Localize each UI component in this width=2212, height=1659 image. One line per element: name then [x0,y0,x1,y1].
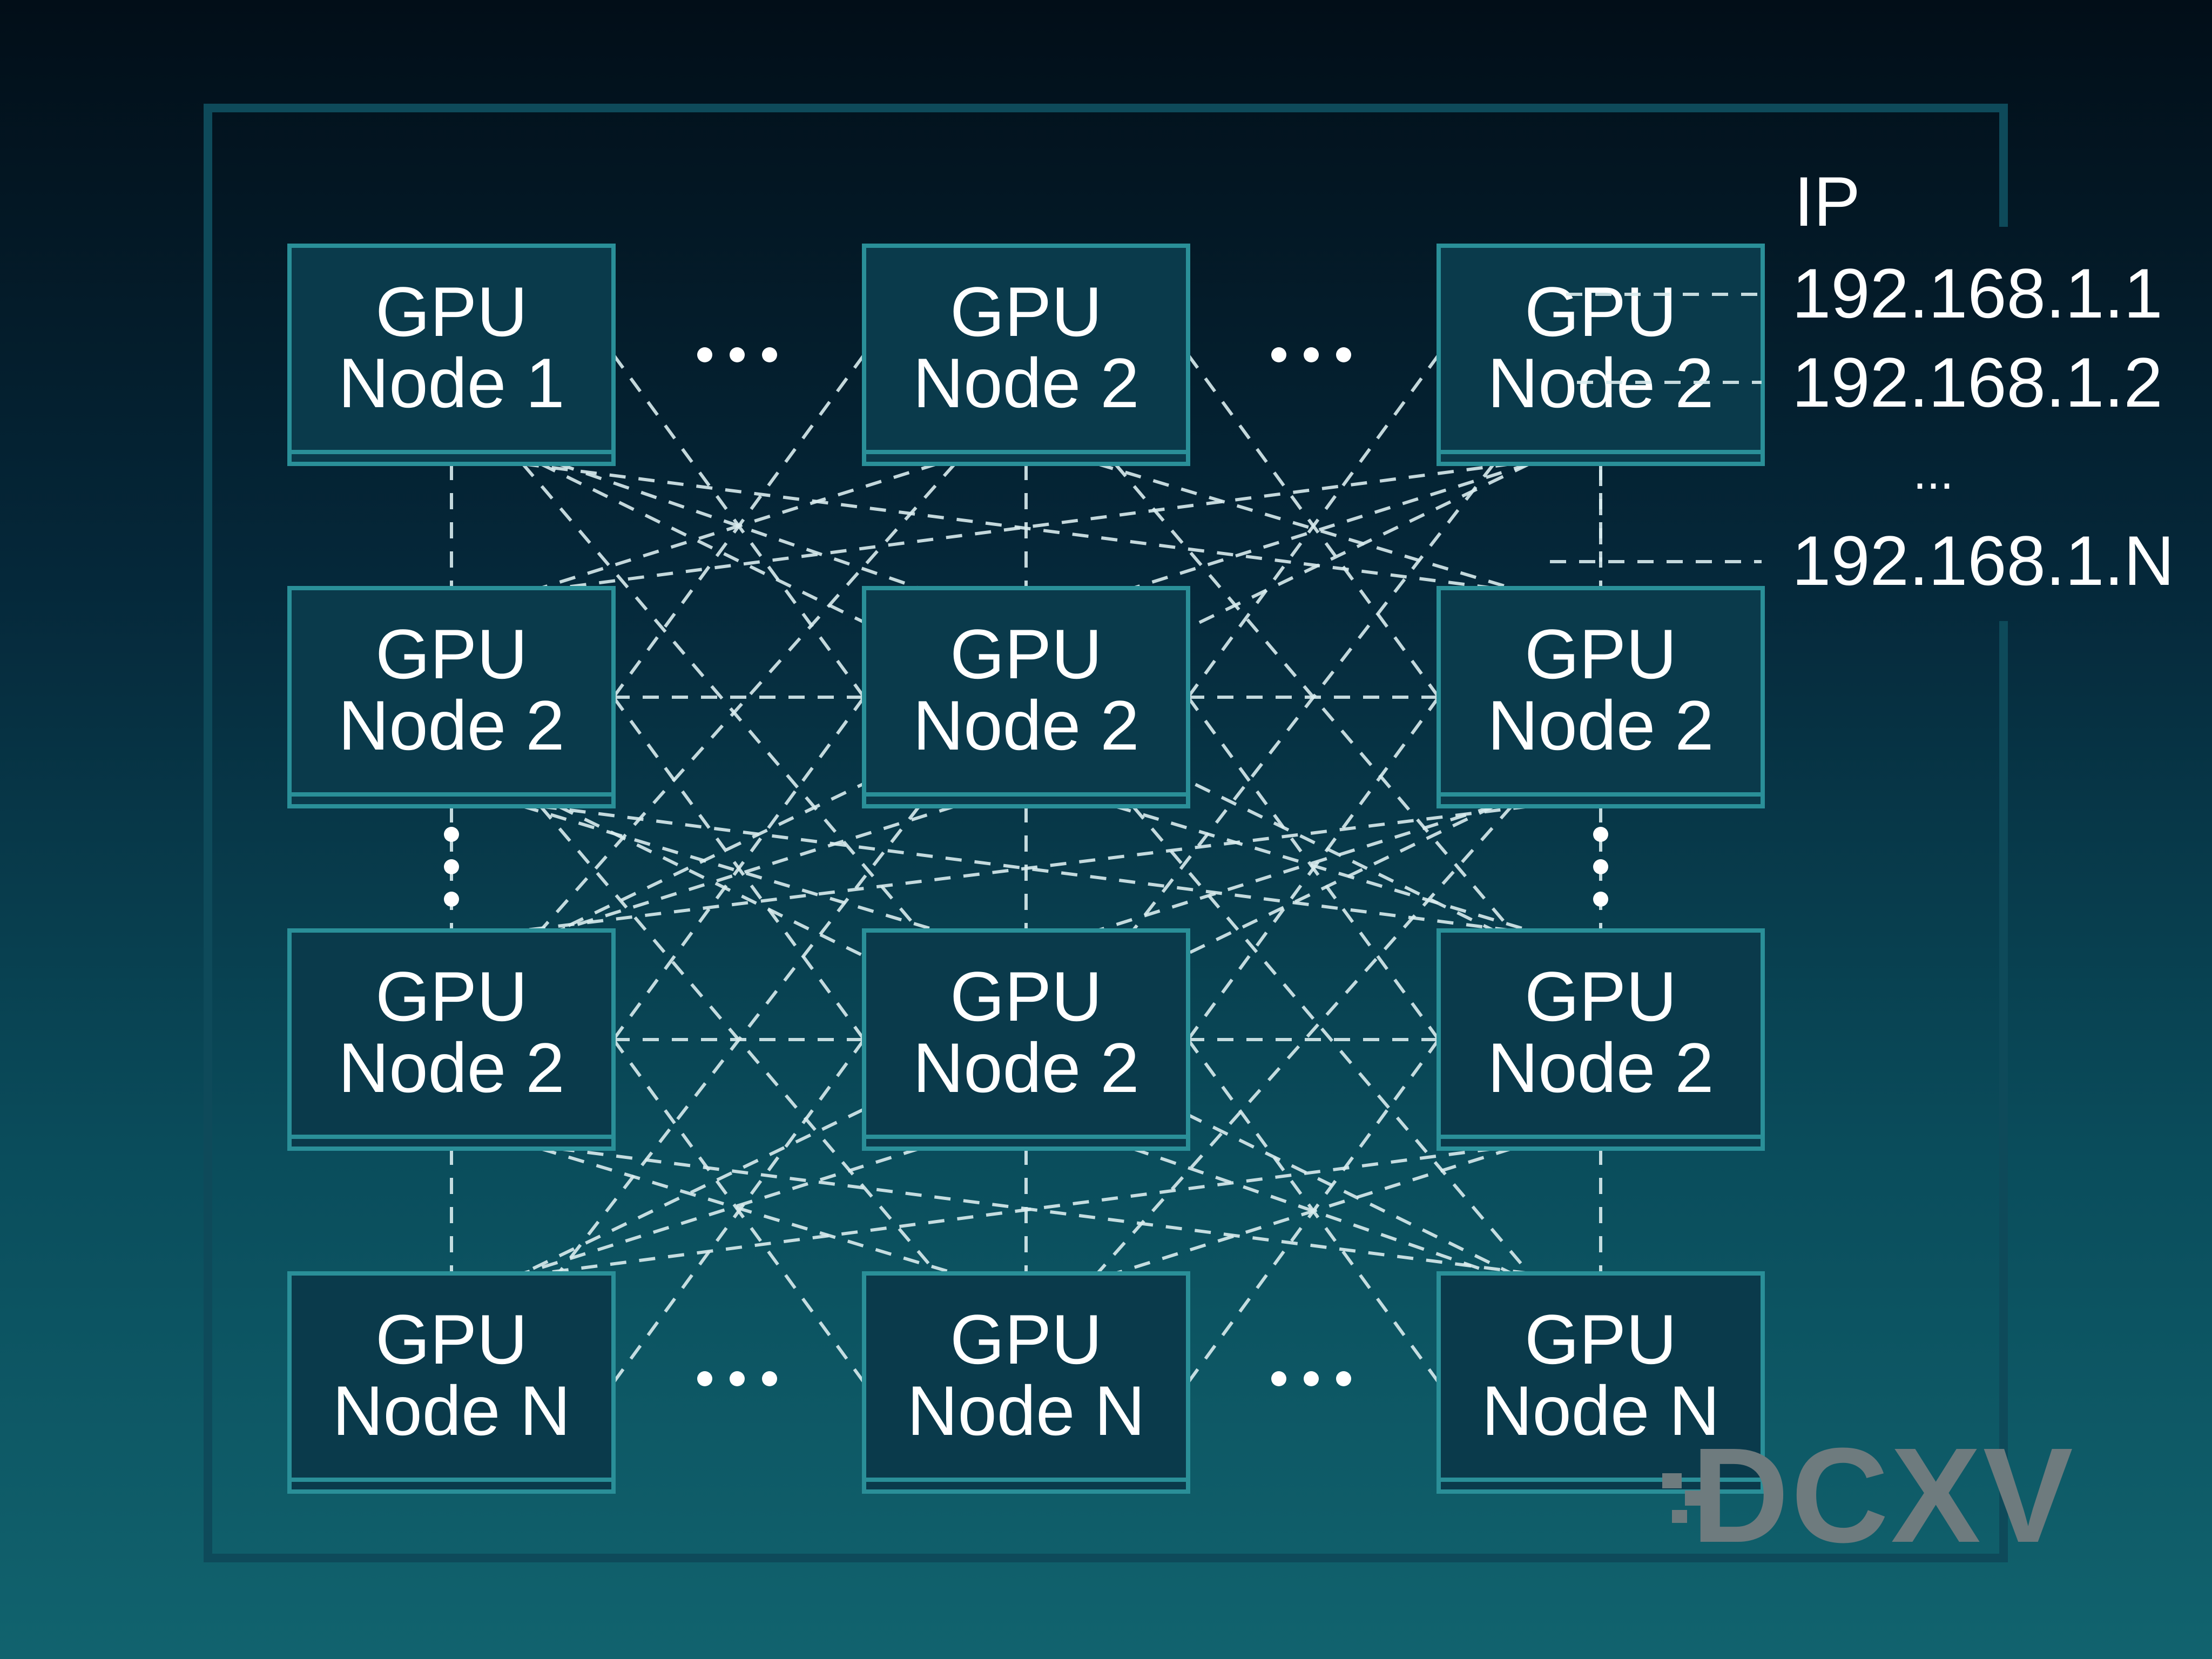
gpu-node-label-line1: GPU [950,957,1102,1036]
gpu-node-label-line1: GPU [1525,1300,1677,1379]
ip-header: IP [1794,162,1860,241]
link-x-c0 [612,354,866,698]
gpu-node-box [287,586,616,808]
gpu-node-box [1437,586,1765,808]
cluster-frame [204,104,2008,1562]
link-d-r0c1-r1c2 [1097,462,1512,590]
gpu-node-label-line1: GPU [375,615,528,693]
logo-text: DCXV [1691,1420,2075,1570]
link-d-r0c2-r1c1 [1132,462,1530,590]
gpu-node-label-line2: Node 2 [1487,686,1714,765]
gpu-node-box [862,1271,1190,1494]
gpu-node-box [287,1271,616,1494]
ip-address-1: 192.168.1.1 [1792,254,2163,333]
gpu-node-box [287,244,616,466]
link-x-c1 [612,696,866,1041]
link-d-r1c1-r3c0 [557,805,921,1274]
link-d-r1c1-r2c2 [1115,805,1530,932]
gpu-node-label-line2: Node 2 [338,1028,564,1107]
gpu-node-box [1437,1271,1765,1494]
gpu-node-label-line1: GPU [1525,957,1677,1036]
gpu-node-box [1437,928,1765,1151]
gpu-node-label-line1: GPU [375,957,528,1036]
ip-address-2: 192.168.1.2 [1792,343,2163,422]
ellipsis-group [444,347,1608,1386]
gpu-node-label-line1: GPU [950,272,1102,351]
gpu-node-label-line2: Node N [1482,1371,1720,1450]
horizontal-ellipsis-top-left [697,347,777,362]
link-d-r2c0-r3c1 [540,1147,955,1275]
gpu-node-box [862,928,1190,1151]
ip-address-n: 192.168.1.N [1792,521,2174,600]
ip-connectors [1550,293,1762,563]
ip-list: IP 192.168.1.1 192.168.1.2 ... 192.168.1… [1792,162,2174,600]
watermark-logo: DCXV [1662,1420,2075,1570]
gpu-node-label-line1: GPU [950,615,1102,693]
link-d-r1c1-r3c2 [1131,805,1531,1274]
gpu-node-label-line2: Node N [907,1371,1145,1450]
gpu-node-label-line1: GPU [375,1300,528,1379]
gpu-node-box [862,244,1190,466]
link-x-d1 [1186,696,1440,1041]
link-x-d0 [1186,354,1440,698]
horizontal-ellipsis-bottom-right [1271,1371,1351,1386]
horizontal-ellipsis-top-right [1271,347,1351,362]
vertical-ellipsis-right [1593,827,1608,907]
link-d-r0c2-r2c1 [1131,463,1495,932]
logo-pixel-mark [1662,1473,1682,1488]
link-d-r2c1-r3c0 [522,1147,920,1275]
link-d-r0c0-r1c2 [522,462,1494,590]
link-d-r2c2-r3c0 [540,1147,1494,1275]
gpu-node-label-line1: GPU [950,1300,1102,1379]
gpu-node-label-line2: Node 2 [338,686,564,765]
gpu-node-label-line1: GPU [1525,615,1677,693]
link-d-r0c0-r2c1 [521,463,921,932]
link-d-r1c0-r2c1 [522,805,938,932]
gpu-node-label-line2: Node N [333,1371,571,1450]
gpu-node-box [1437,244,1765,466]
link-d-r1c2-r2c1 [1097,805,1494,932]
gpu-node-label-line2: Node 2 [913,343,1139,422]
gpu-node-label-line2: Node 2 [1487,1028,1714,1107]
link-d-r1c1-r2c0 [558,805,955,932]
gpu-node-label-line1: GPU [375,272,528,351]
gpu-node-box [862,586,1190,808]
gpu-node-box [287,928,616,1151]
link-d-r1c2-r2c0 [522,805,1530,932]
mesh-links [450,354,1602,1384]
link-d-r0c2-r1c0 [558,462,1512,590]
gpu-node-label-line2: Node 2 [913,686,1139,765]
gpu-node-label-line2: Node 2 [913,1028,1139,1107]
link-x-d2 [1186,1038,1440,1384]
ip-address-ellipsis: ... [1913,446,1953,500]
link-x-c2 [612,1038,866,1384]
gpu-node-label-line1: GPU [1525,272,1677,351]
horizontal-ellipsis-bottom-left [697,1371,777,1386]
gpu-node-label-line2: Node 1 [338,343,564,422]
vertical-ellipsis-left [444,827,459,907]
